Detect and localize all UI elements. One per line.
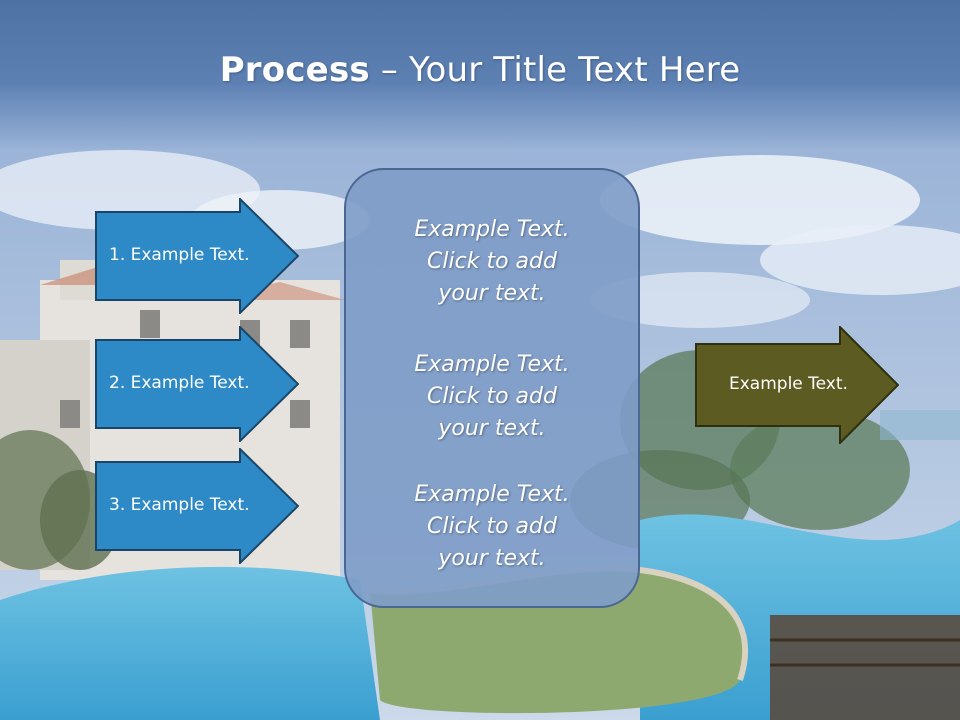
center-item-2-line1: Example Text. [414, 352, 570, 377]
left-arrow-2-label: 2. Example Text. [109, 373, 250, 393]
center-item-3-line2: Click to add [427, 514, 557, 539]
center-item-3-line3: your text. [438, 546, 546, 571]
slide-title[interactable]: Process – Your Title Text Here [0, 50, 960, 90]
center-item-3-line1: Example Text. [414, 482, 570, 507]
title-band [0, 0, 960, 150]
left-arrow-2[interactable]: 2. Example Text. [95, 326, 299, 442]
center-item-1: Example Text. Click to add your text. [346, 214, 638, 310]
left-arrow-1[interactable]: 1. Example Text. [95, 198, 299, 314]
center-item-2-line3: your text. [438, 416, 546, 441]
center-item-3: Example Text. Click to add your text. [346, 479, 638, 575]
left-arrow-3[interactable]: 3. Example Text. [95, 448, 299, 564]
title-bold: Process [219, 50, 370, 90]
center-item-1-line2: Click to add [427, 249, 557, 274]
right-arrow[interactable]: Example Text. [695, 326, 899, 444]
center-item-2-line2: Click to add [427, 384, 557, 409]
center-item-1-line1: Example Text. [414, 217, 570, 242]
left-arrow-3-label: 3. Example Text. [109, 495, 250, 515]
right-arrow-label: Example Text. [729, 374, 848, 394]
center-item-2: Example Text. Click to add your text. [346, 349, 638, 445]
title-rest: – Your Title Text Here [369, 50, 741, 90]
center-item-1-line3: your text. [438, 281, 546, 306]
center-text-box[interactable]: Example Text. Click to add your text. Ex… [344, 168, 640, 608]
left-arrow-1-label: 1. Example Text. [109, 245, 250, 265]
